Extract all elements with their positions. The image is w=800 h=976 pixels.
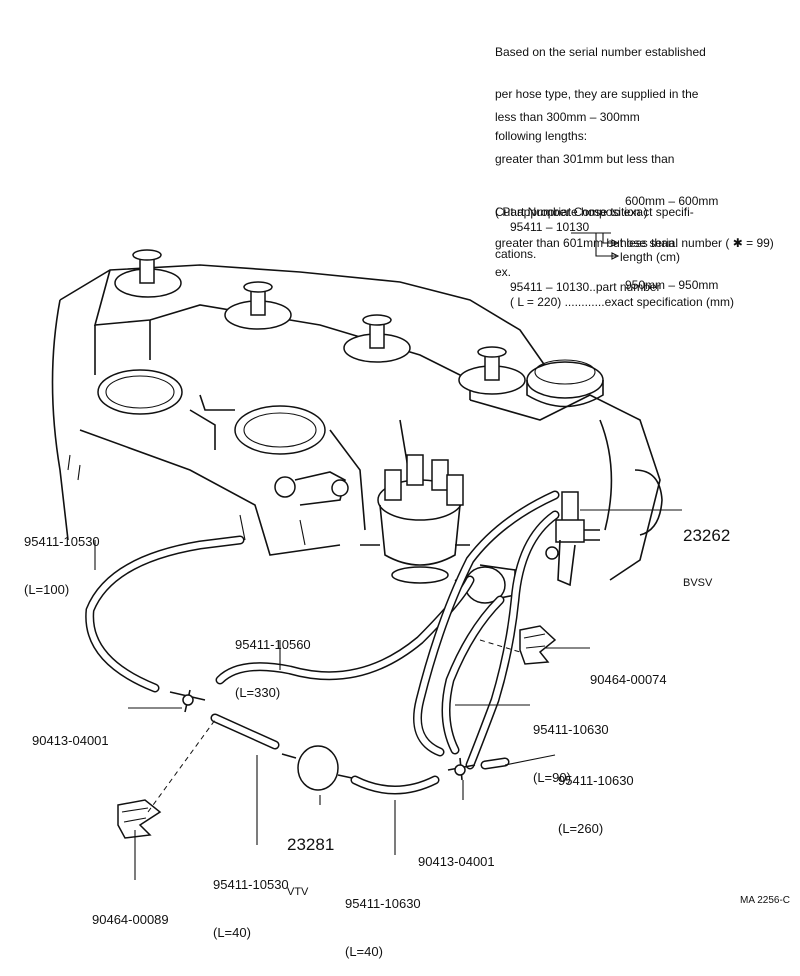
callout-length: (L=90) <box>533 770 571 785</box>
callout-length: (L=100) <box>24 582 70 597</box>
note-intro-line: following lengths: <box>495 129 588 143</box>
callout-95411-10530-l100: 95411-10530 (L=100) <box>24 502 100 614</box>
hoses <box>85 490 560 795</box>
example-spec: ( L = 220) ............exact specificati… <box>510 295 734 309</box>
composition-bracket <box>571 232 620 260</box>
callout-length: (L=40) <box>345 944 383 959</box>
note-intro: Based on the serial number established p… <box>495 17 706 157</box>
leader-lines <box>94 509 682 880</box>
callout-23281-vtv: 23281 VTV <box>287 804 334 914</box>
length-line: greater than 301mm but less than <box>495 152 675 166</box>
callout-number: 95411-10630 <box>533 722 609 737</box>
oil-filler-cap <box>526 359 604 408</box>
callout-number: 90464-00074 <box>590 672 667 687</box>
example-label: ex. <box>495 265 512 279</box>
callout-number: 95411-10530 <box>24 534 100 549</box>
callout-number: 95411-10630 <box>558 773 634 788</box>
callout-number: 95411-10630 <box>345 896 421 911</box>
distributor <box>360 454 516 604</box>
callout-90413-04001-left: 90413-04001 <box>32 701 109 765</box>
callout-name: VTV <box>287 886 309 898</box>
length-line: 950mm – 950mm <box>625 278 719 292</box>
callout-number: 23262 <box>683 526 731 545</box>
cut-line: Cut appropriate hose to exact specifi- <box>495 205 694 219</box>
vtv-valve <box>281 745 353 791</box>
serial-description: hose serial number ( ✱ = 99) <box>620 236 774 250</box>
bvsv-valve <box>545 491 600 587</box>
callout-95411-10630-l40: 95411-10630 (L=40) <box>345 864 421 976</box>
callout-number: 23281 <box>287 835 335 854</box>
engine-head <box>51 264 663 581</box>
note-intro-line: per hose type, they are supplied in the <box>495 87 699 101</box>
callout-90464-00089: 90464-00089 <box>92 880 169 944</box>
length-line: greater than 601mm but less than <box>495 236 675 250</box>
callout-90464-00074: 90464-00074 <box>590 640 667 704</box>
callout-number: 90413-04001 <box>418 854 495 869</box>
connectors <box>169 689 476 781</box>
length-line: less than 300mm – 300mm <box>495 110 640 124</box>
callout-name: BVSV <box>683 577 713 589</box>
note-cut: Cut appropriate hose to exact specifi- c… <box>495 177 694 275</box>
cut-line: cations. <box>495 247 537 261</box>
clamps <box>117 625 557 839</box>
composition-title: ( Part Number Composition ) <box>495 205 648 219</box>
callout-length: (L=260) <box>558 821 604 836</box>
fitting <box>274 471 349 506</box>
callout-number: 95411-10560 <box>235 637 311 652</box>
callout-number: 90464-00089 <box>92 912 169 927</box>
callout-number: 90413-04001 <box>32 733 109 748</box>
note-intro-line: Based on the serial number established <box>495 45 706 59</box>
callout-95411-10560: 95411-10560 (L=330) <box>235 605 311 717</box>
callout-95411-10630-l260: 95411-10630 (L=260) <box>558 741 634 853</box>
callout-length: (L=330) <box>235 685 281 700</box>
composition-number: 95411 – 10130 <box>510 220 590 234</box>
plug-bosses <box>114 249 526 395</box>
callout-95411-10630-l90: 95411-10630 (L=90) <box>533 690 609 802</box>
figure-code: MA 2256-C <box>740 895 791 906</box>
callout-length: (L=40) <box>213 925 251 940</box>
callout-23262-bvsv: 23262 BVSV <box>683 495 730 605</box>
dash-guide-2 <box>479 639 521 653</box>
callout-95411-10530-l40: 95411-10530 (L=40) <box>213 845 289 957</box>
length-description: length (cm) <box>620 250 681 264</box>
callout-90413-04001-right: 90413-04001 <box>418 822 495 886</box>
length-line: 600mm – 600mm <box>625 194 719 208</box>
note-lengths: less than 300mm – 300mm greater than 301… <box>495 82 718 306</box>
callout-number: 95411-10530 <box>213 877 289 892</box>
round-covers <box>97 369 326 455</box>
dash-guide-1 <box>147 719 216 813</box>
example-part: 95411 – 10130..part number <box>510 280 661 294</box>
